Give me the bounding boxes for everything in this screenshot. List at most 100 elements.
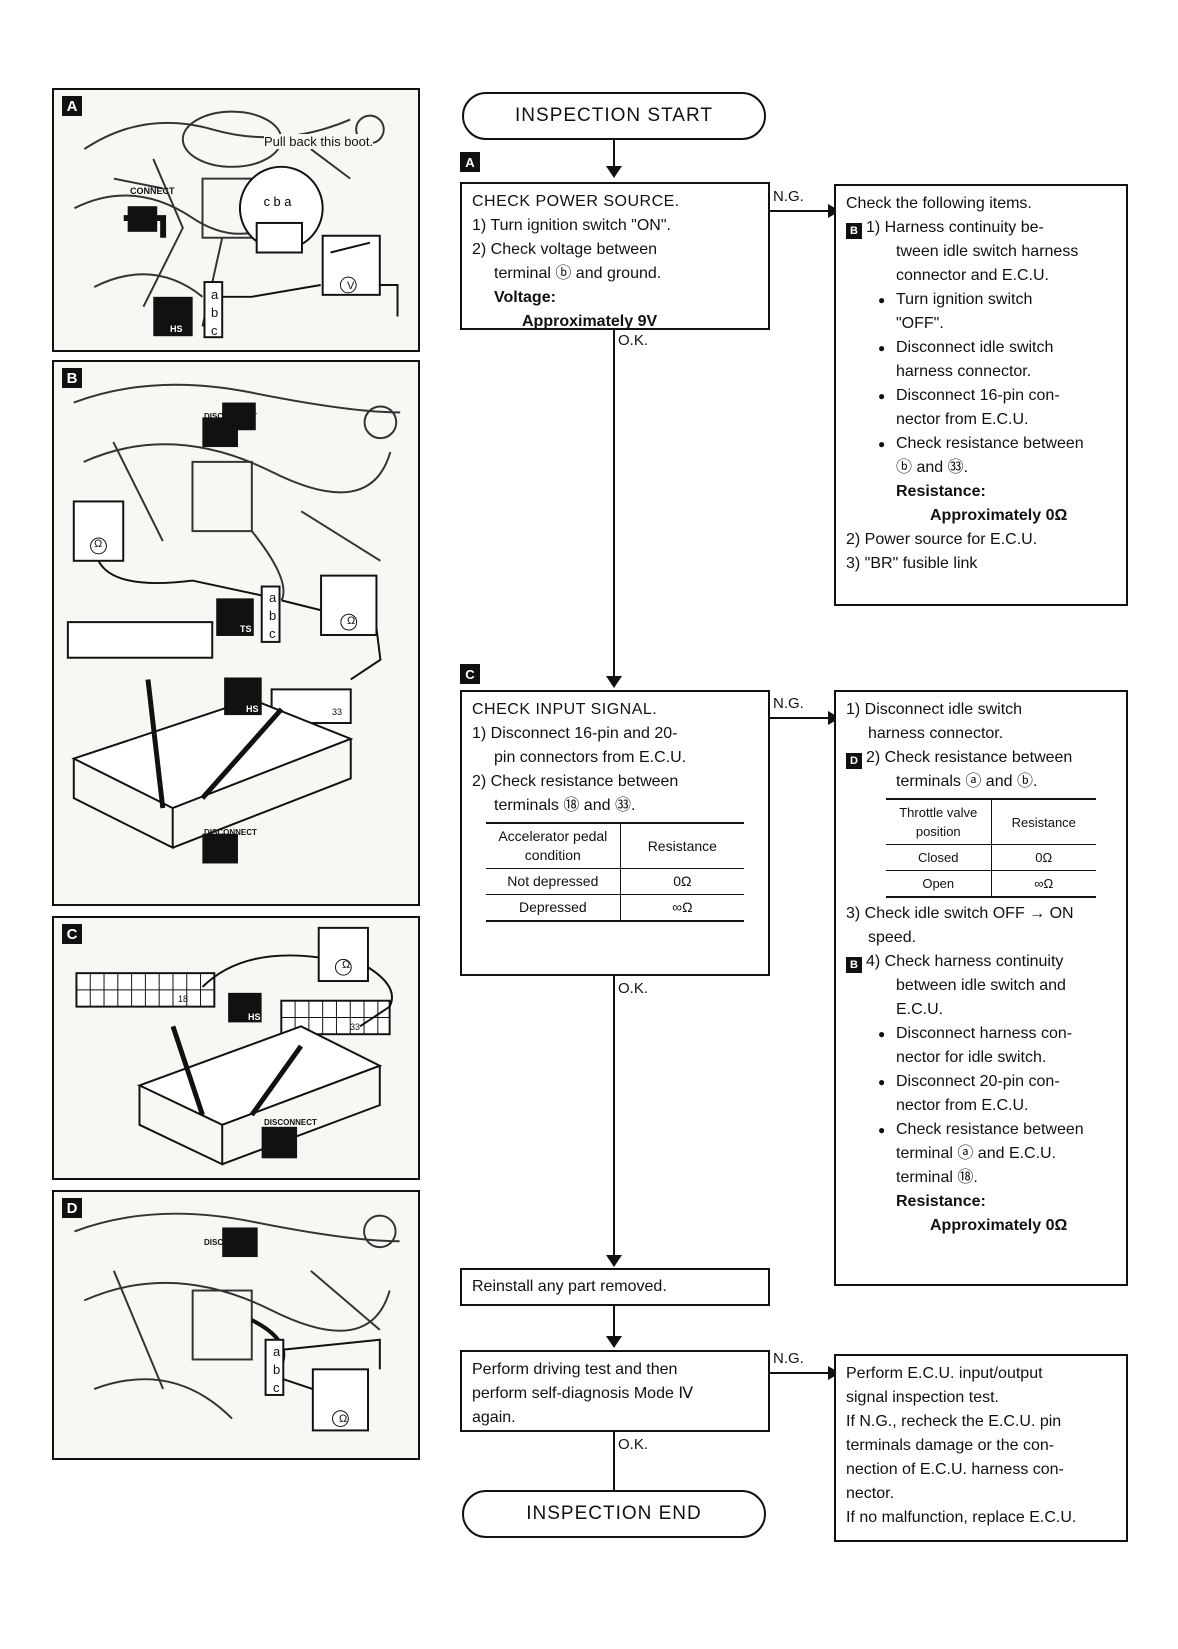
ng-a-item-2: 2) Power source for E.C.U. bbox=[846, 531, 1038, 548]
flow-line-drive-to-end bbox=[613, 1430, 615, 1490]
ng-c-bullet-3c: terminal ⑱. bbox=[896, 1169, 978, 1186]
table-header-resistance: Resistance bbox=[990, 798, 1096, 845]
ng-label-drive: N.G. bbox=[773, 1350, 804, 1367]
ohmmeter-symbol-left: Ω bbox=[94, 538, 103, 550]
ng-a-bullet-3a: Disconnect 16-pin con- bbox=[846, 384, 1116, 408]
step-c-title: CHECK INPUT SIGNAL. bbox=[472, 701, 658, 718]
table-row: Depressed ∞Ω bbox=[486, 894, 744, 922]
ng-a-title: Check the following items. bbox=[846, 195, 1032, 212]
ng-a-ref-b: B bbox=[846, 223, 862, 239]
step-c-tag: C bbox=[460, 664, 480, 684]
ng-c-bullet-3b: terminal ⓐ and E.C.U. bbox=[896, 1145, 1057, 1162]
ng-c-bullet-1b: nector for idle switch. bbox=[896, 1049, 1047, 1066]
hs-badge: HS bbox=[248, 1012, 261, 1022]
ng-a-bullet-2b: harness connector. bbox=[896, 363, 1032, 380]
ng-drive-line-2: signal inspection test. bbox=[846, 1389, 999, 1406]
step-a-voltage-label: Voltage: bbox=[494, 289, 556, 306]
disconnect-label: DISCONNECT bbox=[204, 1238, 257, 1247]
step-c-table-wrap: Accelerator pedal condition Resistance N… bbox=[472, 818, 758, 922]
disconnect-label: DISCONNECT bbox=[264, 1118, 317, 1127]
pin-33-label: 33 bbox=[332, 707, 343, 717]
table-cell: ∞Ω bbox=[990, 870, 1096, 898]
figure-panel-a: c b a A Pull back this boot. CONNECT a b… bbox=[52, 88, 420, 352]
ng-a-bullet-4a: Check resistance between bbox=[846, 432, 1116, 456]
engine-bay-illustration-a: c b a bbox=[74, 110, 399, 339]
ng-label-a: N.G. bbox=[773, 188, 804, 205]
step-a-check-power-source: CHECK POWER SOURCE. 1) Turn ignition swi… bbox=[460, 182, 770, 330]
ng-a-item-1c: connector and E.C.U. bbox=[896, 267, 1049, 284]
table-header-row: Accelerator pedal condition Resistance bbox=[486, 822, 744, 869]
step-a-line-1: 1) Turn ignition switch "ON". bbox=[472, 217, 671, 234]
ng-a-item-1b: tween idle switch harness bbox=[896, 243, 1079, 260]
ng-c-resistance-label: Resistance: bbox=[896, 1193, 986, 1210]
panel-c-tag: C bbox=[62, 924, 82, 944]
figure-panel-d: D DISCONNECT a b c Ω bbox=[52, 1190, 420, 1460]
ng-a-bullet-1a: Turn ignition switch bbox=[846, 288, 1116, 312]
step-a-voltage-value: Approximately 9V bbox=[522, 313, 658, 330]
ng-a-resistance-value: Approximately 0Ω bbox=[930, 507, 1068, 524]
panel-b-tag: B bbox=[62, 368, 82, 388]
ng-a-bullet-3b: nector from E.C.U. bbox=[896, 411, 1029, 428]
table-cell: Closed bbox=[886, 844, 991, 871]
hs-badge: HS bbox=[246, 704, 259, 714]
ng-drive-line-6: nector. bbox=[846, 1485, 895, 1502]
ng-label-c: N.G. bbox=[773, 695, 804, 712]
ng-c-line-3b: speed. bbox=[868, 929, 917, 946]
ng-drive-ecu-inspection: Perform E.C.U. input/output signal inspe… bbox=[834, 1354, 1128, 1542]
disconnect-label-lower: DISCONNECT bbox=[204, 828, 257, 837]
throttle-resistance-table: Throttle valve position Resistance Close… bbox=[886, 798, 1096, 898]
table-header-position: Throttle valve position bbox=[886, 798, 991, 845]
ng-a-item-3: 3) "BR" fusible link bbox=[846, 555, 978, 572]
disconnect-label: DISCONNECT bbox=[204, 412, 257, 421]
ng-drive-line-7: If no malfunction, replace E.C.U. bbox=[846, 1509, 1077, 1526]
table-row: Open ∞Ω bbox=[886, 870, 1096, 898]
terminal-c-label: c bbox=[273, 1380, 280, 1395]
table-header-row: Throttle valve position Resistance bbox=[886, 798, 1096, 845]
step-c-line-2: pin connectors from E.C.U. bbox=[494, 749, 687, 766]
ng-c-table-wrap: Throttle valve position Resistance Close… bbox=[846, 794, 1116, 902]
table-cell: Not depressed bbox=[486, 868, 621, 895]
pull-back-callout: Pull back this boot. bbox=[264, 134, 374, 149]
ng-c-line-2b: terminals ⓐ and ⓑ. bbox=[896, 773, 1038, 790]
ng-c-resistance-value: Approximately 0Ω bbox=[930, 1217, 1068, 1234]
table-cell: 0Ω bbox=[619, 868, 744, 895]
pin-33-label: 33 bbox=[350, 1022, 361, 1032]
ng-a-bullet-4b: ⓑ and ㉝. bbox=[896, 459, 969, 476]
terminal-a-label: a bbox=[211, 287, 219, 302]
flow-line-a-to-c bbox=[613, 328, 615, 682]
engine-bay-illustration-d bbox=[74, 1212, 400, 1432]
terminal-a-label: a bbox=[269, 590, 277, 605]
voltmeter-symbol: V bbox=[347, 280, 355, 292]
ng-drive-line-1: Perform E.C.U. input/output bbox=[846, 1365, 1043, 1382]
ts-badge: TS bbox=[240, 624, 252, 634]
table-header-condition: Accelerator pedal condition bbox=[486, 822, 621, 869]
ng-drive-line-4: terminals damage or the con- bbox=[846, 1437, 1055, 1454]
ng-c-bullet-2a: Disconnect 20-pin con- bbox=[846, 1070, 1116, 1094]
step-a-title: CHECK POWER SOURCE. bbox=[472, 193, 680, 210]
ng-a-resistance-label: Resistance: bbox=[896, 483, 986, 500]
engine-bay-illustration-b bbox=[66, 383, 401, 864]
table-row: Closed 0Ω bbox=[886, 844, 1096, 871]
table-row: Not depressed 0Ω bbox=[486, 868, 744, 895]
table-cell: 0Ω bbox=[990, 844, 1096, 871]
terminal-c-label: c bbox=[211, 323, 218, 338]
ecu-illustration-c bbox=[75, 926, 393, 1166]
flow-line-c-to-reinstall bbox=[613, 975, 615, 1261]
terminal-b-label: b bbox=[211, 305, 219, 320]
step-a-line-3: terminal ⓑ and ground. bbox=[494, 265, 662, 282]
step-c-check-input-signal: CHECK INPUT SIGNAL. 1) Disconnect 16-pin… bbox=[460, 690, 770, 976]
accelerator-resistance-table: Accelerator pedal condition Resistance N… bbox=[486, 822, 744, 922]
ng-c-line-3a: 3) Check idle switch OFF → ON bbox=[846, 905, 1074, 922]
panel-a-tag: A bbox=[62, 96, 82, 116]
ng-c-line-4b: between idle switch and bbox=[896, 977, 1066, 994]
terminal-b-label: b bbox=[273, 1362, 281, 1377]
pin-18-label: 18 bbox=[178, 994, 189, 1004]
terminal-c-label: c bbox=[269, 626, 276, 641]
ohmmeter-symbol-right: Ω bbox=[347, 615, 356, 627]
ng-a-bullet-1b: "OFF". bbox=[896, 315, 944, 332]
ok-label-a: O.K. bbox=[618, 332, 649, 349]
terminal-b-label: b bbox=[269, 608, 277, 623]
flow-line-start bbox=[613, 135, 615, 172]
